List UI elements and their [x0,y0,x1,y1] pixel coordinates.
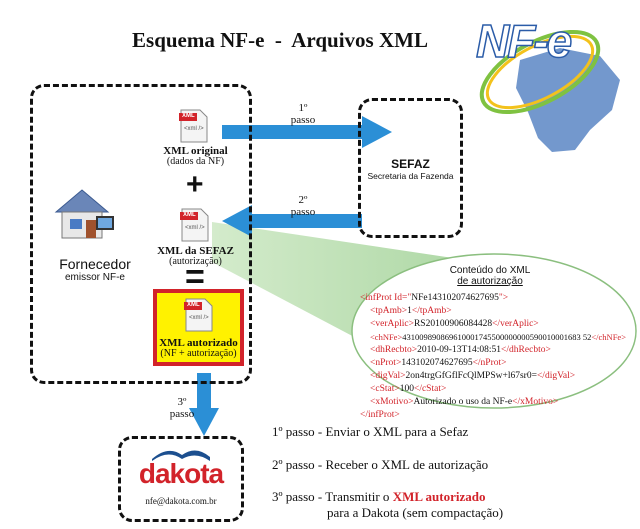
sefaz-sub: Secretaria da Fazenda [367,171,454,181]
xml-file-icon-original: XML <xml /> [179,109,209,148]
doc-sefaz-sub: (autorização) [169,256,222,267]
logo-ring-icon [479,29,601,115]
dakota-logo: dakota [138,458,224,489]
arrow-step2 [222,205,362,237]
xml-line: <infProt Id="NFe143102074627695"> [360,293,509,303]
plus-sign: + [186,168,204,201]
fornecedor-sub: emissor NF-e [64,272,125,283]
xml-content-heading: Conteúdo do XML de autorização [449,265,531,287]
sefaz-name: SEFAZ [391,157,430,171]
document-icon [179,109,208,143]
fornecedor-name: Fornecedor [59,256,131,272]
xml-line: <verAplic>RS20100906084428</verAplic> [370,319,539,329]
xml-line: <tpAmb>1</tpAmb> [370,306,452,316]
xml-line: <chNFe>431009890869610001745500000000590… [370,332,626,342]
document-icon [180,208,209,242]
doc-sefaz-title: XML da SEFAZ [157,245,234,257]
xml-line: <cStat>100</cStat> [370,384,447,394]
dakota-email: nfe@dakota.com.br [145,496,217,506]
step-list-2: 2º passo - Receber o XML de autorização [272,457,489,472]
xml-file-icon-autorizado: XML <xml /> [184,298,214,337]
equals-sign: = [185,258,205,296]
step-list-1: 1º passo - Enviar o XML para a Sefaz [272,424,469,439]
xml-line: <xMotivo>Autorizado o uso da NF-e</xMoti… [370,397,559,407]
doc-original-title: XML original [163,145,228,157]
xml-line: <nProt>143102074627695</nProt> [370,358,507,368]
xml-content-oval [351,253,637,409]
dakota-box [118,436,244,522]
arrow-step1 [222,116,392,148]
doc-original-sub: (dados da NF) [166,156,225,167]
xml-line: <digVal>2on4trgGfGflFcQlMPSw+l67sr0=</di… [370,371,576,381]
doc-autorizado-sub: (NF + autorização) [160,348,237,359]
dakota-wave-icon [152,450,210,461]
xml-line: </infProt> [360,410,400,420]
house-computer-icon [54,189,114,239]
xml-file-icon-sefaz: XML <xml /> [180,208,210,247]
step-list-3: 3º passo - Transmitir o XML autorizado [272,489,486,504]
brazil-map-icon [516,48,620,152]
step-list-3-line2: para a Dakota (sem compactação) [327,505,504,520]
fornecedor-box [30,84,252,384]
doc-autorizado-title: XML autorizado [159,337,238,349]
xml-content-lines: <infProt Id="NFe143102074627695"> <tpAmb… [360,292,626,422]
sefaz-box [358,98,463,238]
document-icon [184,298,213,332]
page-title: Esquema NF-e - Arquivos XML [132,28,428,52]
xml-line: <dhRecbto>2010-09-13T14:08:51</dhRecbto> [370,345,551,355]
nfe-logo: NF-e [475,14,573,68]
